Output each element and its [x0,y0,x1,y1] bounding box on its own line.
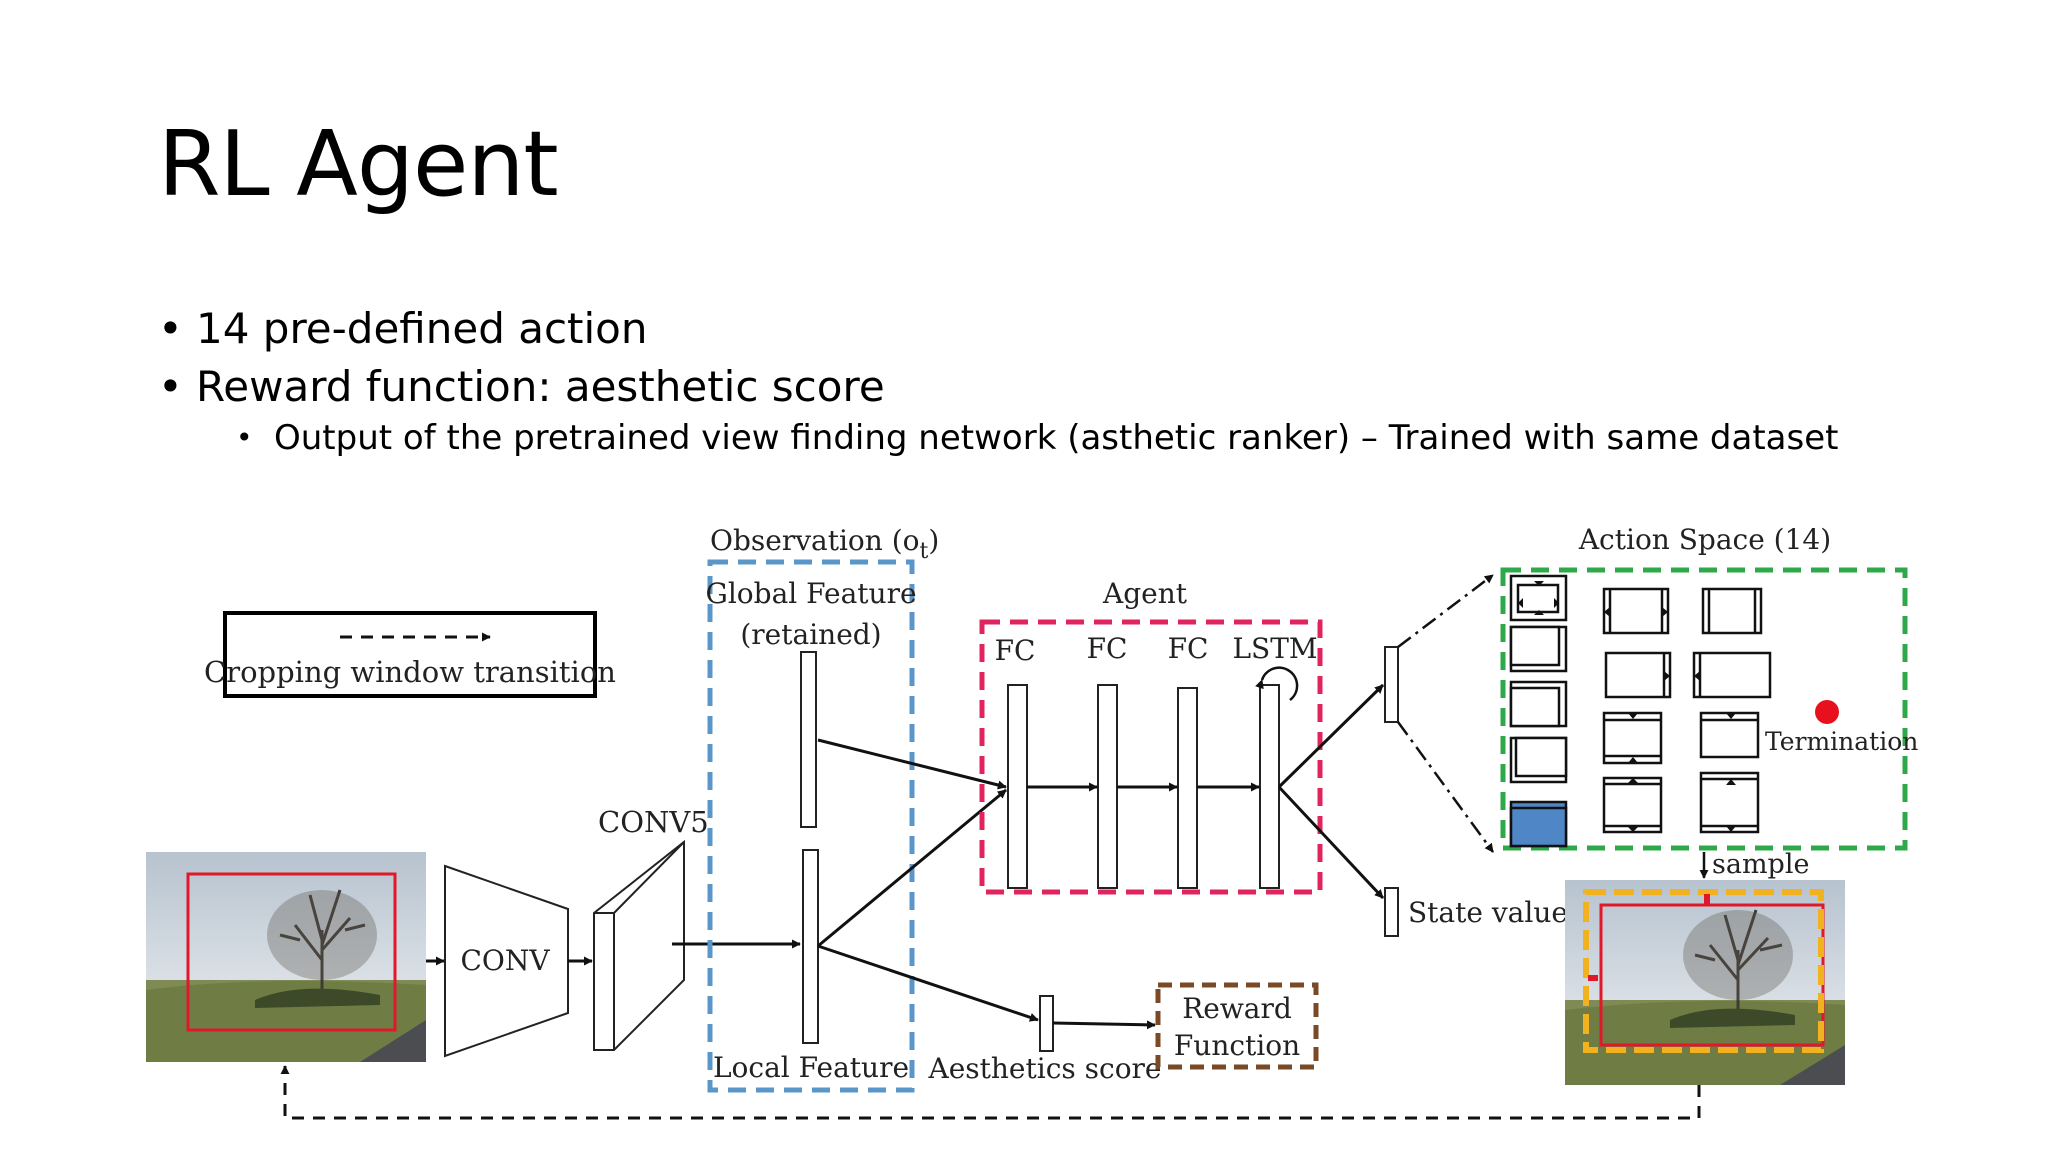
conv-block [444,864,569,1058]
policy-bar [1384,646,1399,723]
bullet-list: 14 pre-defined action Reward function: a… [158,300,1838,460]
conv5-label: CONV5 [598,805,709,839]
bullet-reward: Reward function: aesthetic score [158,358,1838,416]
output-image [1565,880,1845,1085]
termination-dot [1815,700,1839,724]
fc3-label: FC [1168,632,1209,665]
input-image [146,852,426,1062]
aesthetics-score-bar [1039,995,1054,1052]
termination-label: Termination [1765,727,1918,756]
lstm-label: LSTM [1232,632,1317,665]
slide-title: RL Agent [158,112,559,217]
observation-label: Observation (ot) [710,524,939,564]
fc1-bar [1007,684,1028,889]
agent-label: Agent [1102,577,1188,610]
conv5-block [593,839,685,1051]
legend-label: Cropping window transition [204,655,616,689]
bullet-actions: 14 pre-defined action [158,300,1838,358]
fc1-label: FC [995,634,1036,667]
retained-label: (retained) [740,618,881,651]
fc2-bar [1097,684,1118,889]
state-value-bar [1384,887,1399,937]
sub-bullet-ranker: Output of the pretrained view finding ne… [236,416,1838,460]
observation-box [707,559,915,1093]
fc2-label: FC [1087,632,1128,665]
action-icons [1509,574,1772,848]
state-value-label: State value [1408,896,1568,929]
conv-label: CONV [460,944,550,977]
sample-label: sample [1712,849,1809,880]
lstm-recurrent-loop [1255,666,1299,701]
aesthetics-score-label: Aesthetics score [927,1052,1161,1085]
local-feature-label: Local Feature [713,1051,909,1084]
local-feature-bar [802,849,819,1044]
reward-function-box [1155,982,1319,1070]
global-feature-bar [800,651,817,828]
legend: Cropping window transition [204,611,616,698]
reward-label-line2: Function [1174,1029,1300,1062]
agent-box [979,619,1323,895]
fc3-bar [1177,687,1198,889]
global-feature-label: Global Feature [705,577,916,610]
action-space-box [1500,567,1908,851]
cropping-window-transition-arrow [280,1065,1701,1120]
lstm-bar [1259,684,1280,889]
reward-label-line1: Reward [1182,992,1292,1025]
action-space-label: Action Space (14) [1578,523,1831,556]
